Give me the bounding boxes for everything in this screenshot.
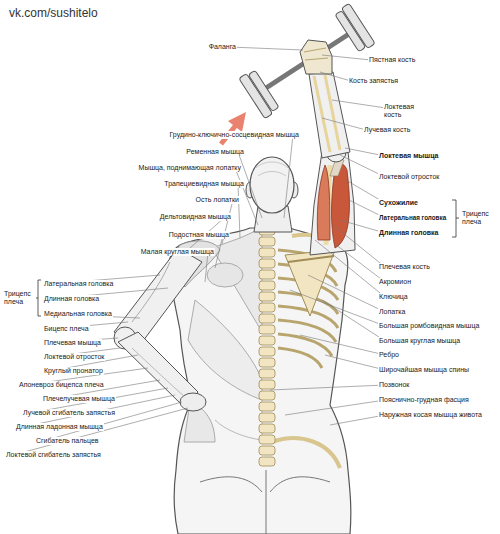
part-label: Пястная кость — [368, 56, 416, 64]
part-label: Длинная головка — [378, 229, 439, 237]
part-label: Дельтовидная мышца — [159, 213, 232, 221]
part-label: Малая круглая мышца — [140, 248, 215, 256]
part-label: Ость лопатки — [194, 196, 240, 204]
group-label: Трицепс плеча — [3, 290, 36, 306]
part-label: Длинная головка — [43, 295, 100, 303]
part-label: Локтевой отросток — [43, 353, 105, 361]
part-label: Локтевой отросток — [378, 173, 440, 181]
part-label: Большая круглая мышца — [378, 337, 461, 345]
part-label: Фаланга — [208, 43, 237, 51]
part-label: Лучевой сгибатель запястья — [22, 409, 116, 417]
part-label: Бицепс плеча — [43, 325, 90, 333]
watermark: vk.com/sushitelo — [8, 7, 99, 21]
part-label: Медиальная головка — [43, 310, 113, 318]
part-label: Ребро — [378, 351, 400, 359]
part-label: Трапециевидная мышца — [163, 180, 245, 188]
part-label: Акромион — [378, 278, 412, 286]
part-label: Пояснично-грудная фасция — [378, 396, 470, 404]
part-label: Мышца, поднимающая лопатку — [138, 164, 242, 172]
part-label: Сгибатель пальцев — [35, 437, 100, 445]
part-label: Широчайшая мышца спины — [378, 366, 470, 374]
part-label: Ременная мышца — [185, 148, 245, 156]
part-label: Локтевая кость — [383, 103, 419, 119]
part-label: Большая ромбовидная мышца — [378, 322, 480, 330]
part-label: Подостная мышца — [168, 231, 230, 239]
part-label: Локтевой сгибатель запястья — [5, 451, 102, 459]
part-label: Позвонок — [378, 381, 410, 389]
part-label: Плечелучевая мышца — [42, 395, 116, 403]
group-label: Трицепс плеча — [461, 210, 497, 226]
part-label: Апоневроз бицепса плеча — [18, 381, 105, 389]
part-label: Лопатка — [378, 308, 406, 316]
part-label: Плечевая мышца — [43, 339, 102, 347]
part-label: Ключица — [378, 293, 409, 301]
part-label: Грудино-ключично-сосцевидная мышца — [168, 131, 300, 139]
part-label: Латеральная головка — [378, 214, 447, 221]
part-label: Латеральная головка — [43, 280, 114, 288]
part-label: Локтевая мышца — [378, 152, 439, 160]
part-label: Сухожилие — [378, 199, 419, 207]
part-label: Кость запястья — [348, 77, 399, 85]
part-label: Круглый пронатор — [43, 367, 104, 375]
part-label: Лучевая кость — [363, 126, 411, 134]
part-label: Наружная косая мышца живота — [378, 411, 483, 419]
part-label: Плечевая кость — [378, 263, 431, 271]
part-label: Длинная ладонная мышца — [15, 423, 104, 431]
